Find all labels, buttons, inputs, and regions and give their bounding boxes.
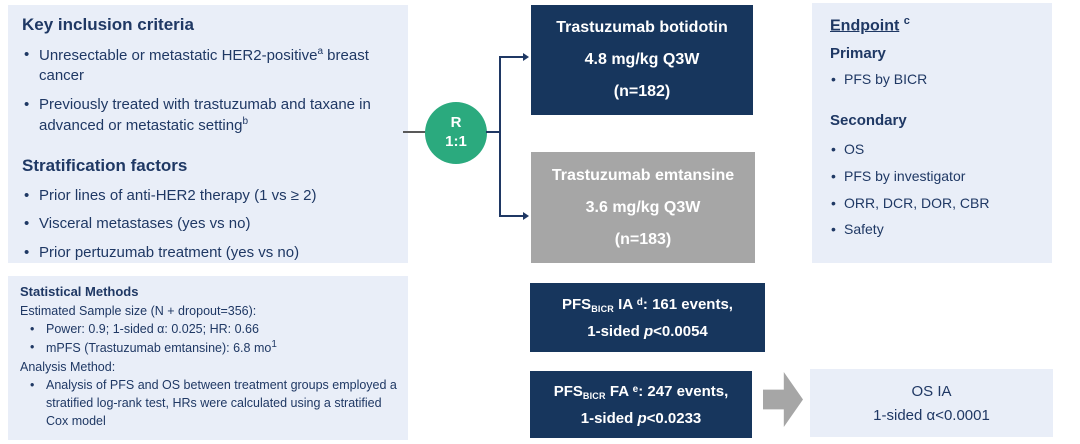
arrow-right-icon	[763, 372, 803, 427]
pfs-ia-line2: 1-sided p<0.0054	[530, 323, 765, 340]
pfs-fa-line1: PFSBICR FA e: 247 events,	[530, 383, 752, 401]
primary-endpoint-list: PFS by BICR	[830, 69, 1038, 90]
pfs-ia-line1: PFSBICR IA d: 161 events,	[530, 296, 765, 314]
reference-marker-1: 1	[271, 339, 277, 351]
pfs-interim-analysis-box: PFSBICR IA d: 161 events, 1-sided p<0.00…	[530, 283, 765, 352]
inclusion-bullet-2: Previously treated with trastuzumab and …	[39, 95, 371, 134]
pfs-label: PFS	[553, 382, 583, 400]
list-item: Safety	[830, 216, 1038, 243]
connector-left-stub	[403, 131, 427, 133]
list-item: Previously treated with trastuzumab and …	[22, 95, 396, 137]
analysis-method-line: Analysis Method:	[20, 359, 116, 374]
list-item: mPFS (Trastuzumab emtansine): 6.8 mo1	[20, 338, 398, 357]
endpoint-panel: Endpoint c Primary PFS by BICR Secondary…	[812, 3, 1052, 263]
sample-size-line: Estimated Sample size (N + dropout=356):	[20, 304, 257, 318]
sided-label: 1-sided	[580, 409, 638, 427]
inclusion-list: Unresectable or metastatic HER2-positive…	[22, 45, 396, 136]
inclusion-title: Key inclusion criteria	[22, 15, 194, 34]
footnote-marker-e: e	[632, 383, 639, 395]
inclusion-criteria-panel: Key inclusion criteria Unresectable or m…	[8, 5, 408, 263]
arrowhead-top-icon	[523, 53, 529, 61]
list-item: ORR, DCR, DOR, CBR	[830, 190, 1038, 217]
arm-name: Trastuzumab botidotin	[556, 19, 728, 36]
list-item: PFS by investigator	[830, 163, 1038, 190]
os-ia-title: OS IA	[911, 382, 952, 400]
list-item: Prior pertuzumab treatment (yes vs no)	[22, 243, 396, 264]
bicr-subscript: BICR	[591, 303, 615, 314]
inclusion-bullet-1-rest: breast cancer	[39, 47, 369, 85]
events-count: : 161 events,	[642, 295, 733, 313]
pfs-final-analysis-box: PFSBICR FA e: 247 events, 1-sided p<0.02…	[530, 371, 752, 438]
arm-dose: 4.8 mg/kg Q3W	[584, 51, 700, 68]
events-count: : 247 events,	[638, 382, 729, 400]
arrowhead-bottom-icon	[523, 212, 529, 220]
list-item: OS	[830, 136, 1038, 163]
connector-top-branch	[499, 56, 523, 58]
randomization-ratio: 1:1	[445, 133, 467, 150]
p-threshold: <0.0054	[653, 322, 708, 340]
p-symbol: p	[643, 322, 654, 340]
pfs-fa-line2: 1-sided p<0.0233	[530, 410, 752, 427]
p-symbol: p	[637, 409, 647, 427]
stratification-list: Prior lines of anti-HER2 therapy (1 vs ≥…	[22, 186, 396, 263]
secondary-endpoint-list: OS PFS by investigator ORR, DCR, DOR, CB…	[830, 136, 1038, 242]
list-item: Prior lines of anti-HER2 therapy (1 vs ≥…	[22, 186, 396, 207]
ia-label: IA	[614, 295, 637, 313]
os-ia-alpha: 1-sided α<0.0001	[873, 406, 990, 424]
list-item: Unresectable or metastatic HER2-positive…	[22, 45, 396, 87]
arm-n: (n=183)	[614, 230, 672, 248]
secondary-label: Secondary	[830, 112, 907, 130]
endpoint-title-text: Endpoint	[830, 17, 900, 35]
list-item: Visceral metastases (yes vs no)	[22, 214, 396, 235]
list-item: Power: 0.9; 1-sided α: 0.025; HR: 0.66	[20, 320, 398, 338]
connector-vertical-line	[499, 56, 501, 217]
footnote-marker-d: d	[636, 296, 643, 308]
endpoint-title: Endpoint c	[830, 15, 1038, 35]
bicr-subscript: BICR	[582, 390, 606, 401]
arm-name: Trastuzumab emtansine	[551, 166, 735, 184]
list-item: PFS by BICR	[830, 69, 1038, 90]
arm-dose: 3.6 mg/kg Q3W	[585, 198, 701, 216]
arm-box-trastuzumab-botidotin: Trastuzumab botidotin 4.8 mg/kg Q3W (n=1…	[531, 5, 753, 115]
connector-right-stub	[486, 131, 501, 133]
arm-box-trastuzumab-emtansine: Trastuzumab emtansine 3.6 mg/kg Q3W (n=1…	[531, 152, 755, 263]
statistical-methods-panel: Statistical Methods Estimated Sample siz…	[8, 276, 408, 440]
sided-label: 1-sided	[587, 322, 644, 340]
randomization-circle: R 1:1	[425, 102, 487, 164]
stats-title: Statistical Methods	[20, 284, 139, 299]
arm-n: (n=182)	[613, 83, 671, 100]
primary-label: Primary	[830, 45, 886, 63]
mpfs-text: mPFS (Trastuzumab emtansine): 6.8 mo	[46, 341, 272, 356]
fa-label: FA	[605, 382, 633, 400]
p-threshold: <0.0233	[646, 409, 702, 427]
randomization-letter: R	[450, 114, 462, 132]
connector-bottom-branch	[499, 215, 523, 217]
footnote-marker-a: a	[317, 46, 324, 57]
footnote-marker-b: b	[242, 115, 249, 127]
stratification-title: Stratification factors	[22, 156, 188, 175]
sample-size-list: Power: 0.9; 1-sided α: 0.025; HR: 0.66 m…	[20, 320, 398, 357]
os-interim-analysis-box: OS IA 1-sided α<0.0001	[810, 369, 1053, 437]
footnote-marker-c: c	[903, 15, 910, 27]
list-item: Analysis of PFS and OS between treatment…	[20, 376, 398, 430]
inclusion-bullet-1: Unresectable or metastatic HER2-positive	[39, 47, 318, 64]
analysis-method-list: Analysis of PFS and OS between treatment…	[20, 376, 398, 430]
pfs-label: PFS	[562, 295, 592, 313]
